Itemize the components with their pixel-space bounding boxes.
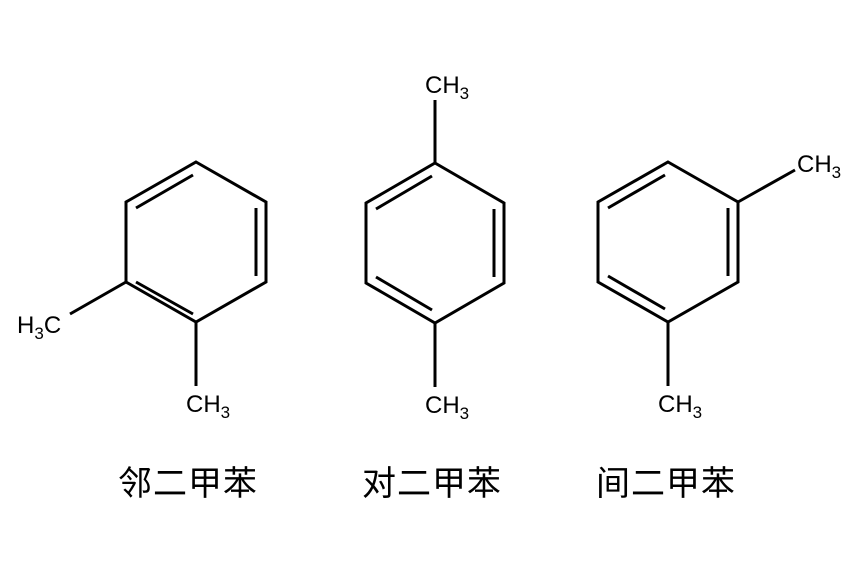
benzene-ring	[596, 160, 740, 324]
para-xylene-name: 对二甲苯	[362, 464, 502, 504]
benzene-ring	[364, 161, 506, 325]
double-bond	[607, 274, 666, 311]
meta-xylene-structure: CH3 CH3	[596, 151, 841, 422]
methyl-label: CH3	[658, 391, 702, 422]
methyl-bond	[737, 168, 796, 204]
ortho-xylene-structure: H3C CH3	[17, 160, 268, 422]
methyl-label: CH3	[425, 72, 469, 103]
methyl-label: CH3	[186, 391, 230, 422]
benzene-ring	[124, 160, 268, 324]
double-bond	[375, 275, 433, 312]
methyl-label: CH3	[797, 151, 841, 182]
methyl-label: H3C	[17, 312, 61, 343]
para-xylene-structure: CH3 CH3	[364, 72, 506, 423]
double-bond	[135, 280, 194, 316]
methyl-label: CH3	[425, 392, 469, 423]
double-bond	[135, 173, 194, 210]
methyl-bond	[69, 280, 127, 316]
double-bond	[375, 174, 433, 211]
meta-xylene-name: 间二甲苯	[596, 464, 736, 504]
double-bond	[607, 173, 666, 210]
ortho-xylene-name: 邻二甲苯	[118, 464, 258, 504]
